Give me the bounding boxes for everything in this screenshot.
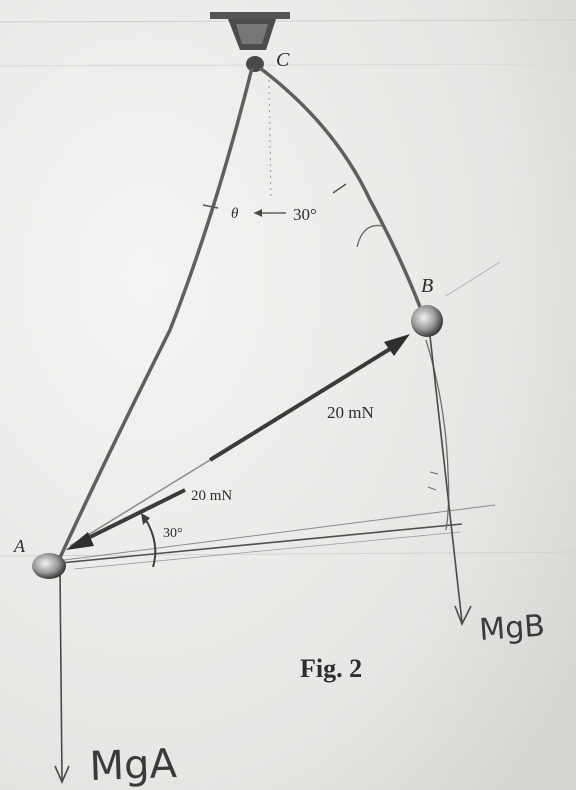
angle-arrow-head	[254, 209, 262, 217]
figure-caption: Fig. 2	[300, 654, 362, 683]
angle-tick-right	[332, 183, 347, 194]
label-point-a: A	[13, 536, 26, 556]
label-angle-top: 30°	[293, 205, 317, 224]
force-arrow-ba-shaft	[81, 488, 186, 543]
string-cb	[258, 66, 424, 313]
pencil-line-lower	[73, 531, 461, 570]
string-ca	[56, 67, 254, 563]
pencil-tangent-b	[445, 261, 501, 297]
force-arrow-ba-head	[66, 532, 94, 550]
weight-line-b	[429, 335, 463, 623]
pencil-arc-mark	[356, 224, 384, 248]
pencil-line-upper	[63, 504, 496, 561]
weight-line-a	[59, 569, 63, 781]
weight-arrow-a-head	[54, 765, 70, 784]
label-point-c: C	[276, 49, 290, 71]
force-arrow-ab-tail	[69, 459, 211, 547]
page-rule-top	[0, 19, 576, 23]
ceiling-support	[210, 12, 290, 72]
angle-arc-bottom	[145, 519, 157, 568]
angle-tick-left	[202, 204, 219, 209]
label-force-ab: 20 mN	[327, 403, 374, 422]
label-angle-theta: θ	[231, 206, 239, 222]
label-point-b: B	[421, 275, 433, 297]
weight-arrow-b-head	[454, 605, 472, 626]
label-weight-b: MgB	[478, 608, 546, 647]
page-rule-2	[0, 63, 576, 67]
label-angle-bottom: 30°	[163, 526, 183, 541]
angle-arc-bottom-head	[141, 513, 150, 525]
force-arrow-ab-shaft	[208, 342, 400, 462]
page-rule-bottom	[0, 551, 576, 557]
horizontal-reference-line	[59, 523, 463, 564]
ball-b	[411, 305, 443, 337]
label-force-ba: 20 mN	[191, 488, 232, 504]
vertical-reference-line	[268, 79, 272, 201]
label-weight-a: MgA	[89, 741, 178, 790]
ball-a	[32, 553, 66, 579]
force-arrow-ab-head	[384, 334, 410, 356]
pencil-dashes	[427, 471, 439, 491]
